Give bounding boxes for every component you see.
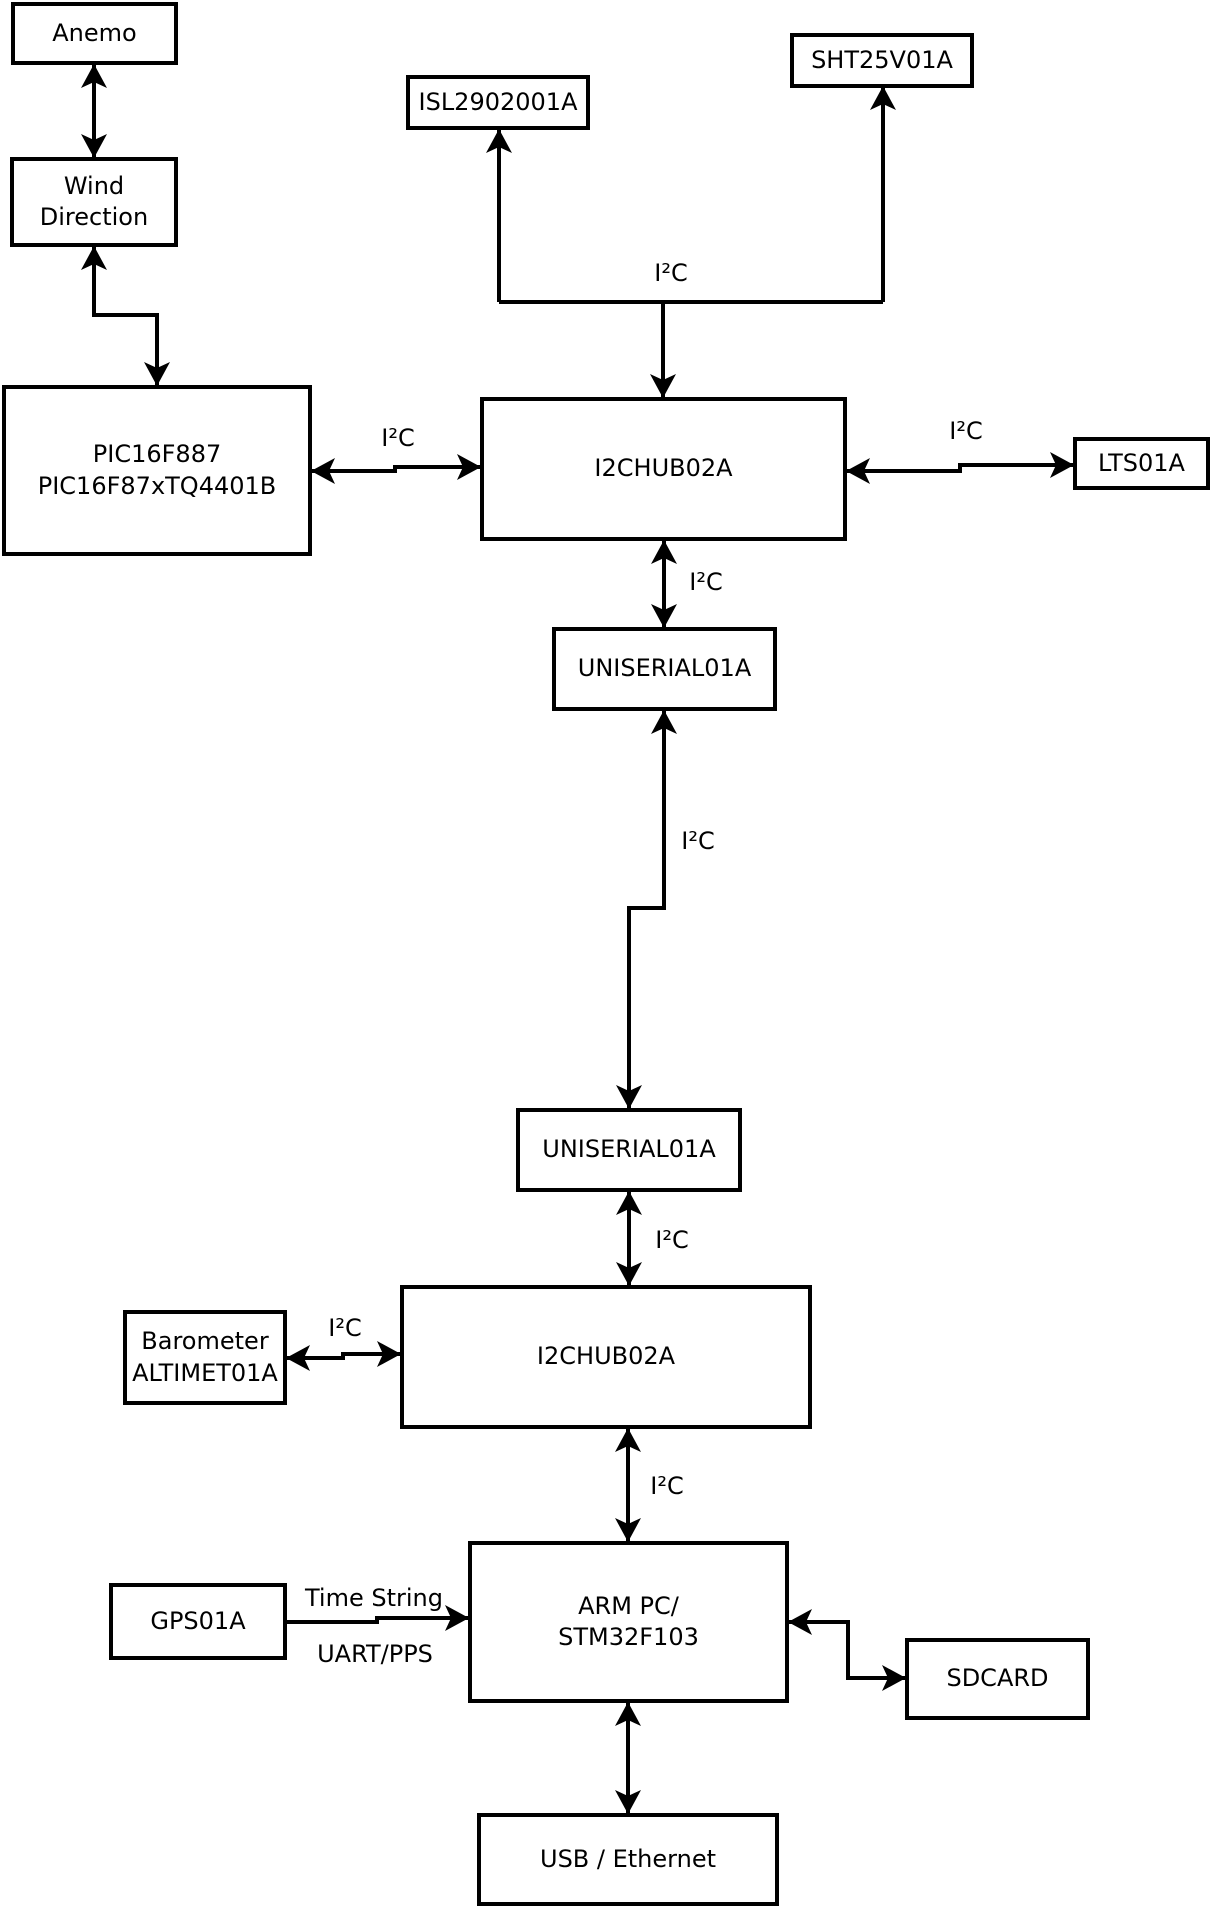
node-pic16f887: PIC16F887 PIC16F87xTQ4401B xyxy=(2,385,312,556)
node-barometer-altimet01a: Barometer ALTIMET01A xyxy=(123,1310,287,1405)
edge-label-i2c-hub2-arm: I²C xyxy=(650,1472,684,1500)
node-uniserial01a-bottom: UNISERIAL01A xyxy=(516,1108,742,1192)
edge-label-time-string: Time String xyxy=(305,1584,443,1612)
node-gps01a: GPS01A xyxy=(109,1583,287,1660)
node-uni2-label: UNISERIAL01A xyxy=(542,1135,716,1164)
edge-baro-hub2 xyxy=(286,1341,401,1371)
node-baro-label-line1: Barometer xyxy=(141,1327,269,1356)
node-sht25v01a: SHT25V01A xyxy=(790,33,974,88)
node-gps-label: GPS01A xyxy=(150,1606,246,1635)
node-wind-label-line2: Direction xyxy=(39,203,149,231)
node-isl-label: ISL2902001A xyxy=(418,87,578,116)
node-arm-label-line2: STM32F103 xyxy=(558,1623,699,1651)
edge-label-uart-pps: UART/PPS xyxy=(317,1640,433,1668)
edge-label-i2c-pic-hub1: I²C xyxy=(381,424,415,452)
node-anemo: Anemo xyxy=(11,2,178,65)
node-hub1-label: I2CHUB02A xyxy=(594,454,733,483)
node-uni1-label: UNISERIAL01A xyxy=(577,654,752,683)
node-arm-pc-stm32f103: ARM PC/ STM32F103 xyxy=(468,1541,789,1703)
node-anemo-label: Anemo xyxy=(52,18,137,47)
node-i2chub02a-bottom: I2CHUB02A xyxy=(400,1285,812,1429)
node-arm-label-line1: ARM PC/ xyxy=(578,1591,679,1620)
node-sdcard: SDCARD xyxy=(905,1638,1090,1720)
edge-label-i2c-hub1-lts: I²C xyxy=(949,417,983,445)
edge-pic-hub1 xyxy=(311,454,481,484)
node-usb-ethernet: USB / Ethernet xyxy=(477,1813,779,1906)
node-lts01a: LTS01A xyxy=(1073,437,1210,490)
edge-uni1-uni2 xyxy=(616,710,677,1109)
node-i2chub02a-top: I2CHUB02A xyxy=(480,397,847,541)
edge-gps-arm xyxy=(287,1605,469,1631)
node-wind-label-line1: Wind xyxy=(63,171,125,200)
edge-label-i2c-baro-hub2: I²C xyxy=(328,1314,362,1342)
node-lts-label: LTS01A xyxy=(1098,448,1185,477)
edge-label-i2c-uni2-hub2: I²C xyxy=(655,1226,689,1254)
node-usb-label: USB / Ethernet xyxy=(540,1844,716,1873)
node-uniserial01a-top: UNISERIAL01A xyxy=(552,627,777,711)
node-baro-label-line2: ALTIMET01A xyxy=(132,1358,278,1387)
node-sdcard-label: SDCARD xyxy=(946,1664,1049,1693)
edge-hub1-lts xyxy=(846,452,1074,484)
node-pic-label-line2: PIC16F87xTQ4401B xyxy=(37,471,277,500)
node-pic-label-line1: PIC16F887 xyxy=(92,440,222,469)
edge-label-i2c-uni1-uni2: I²C xyxy=(681,827,715,855)
edge-wind-pic xyxy=(81,246,170,386)
node-wind-direction: Wind Direction xyxy=(10,157,178,247)
node-isl2902001a: ISL2902001A xyxy=(406,75,590,130)
edge-arm-sdcard xyxy=(788,1609,906,1691)
node-sht-label: SHT25V01A xyxy=(811,45,953,74)
node-hub2-label: I2CHUB02A xyxy=(536,1342,676,1371)
edge-label-i2c-top: I²C xyxy=(654,259,688,287)
edge-label-i2c-hub1-uni1: I²C xyxy=(689,568,723,596)
